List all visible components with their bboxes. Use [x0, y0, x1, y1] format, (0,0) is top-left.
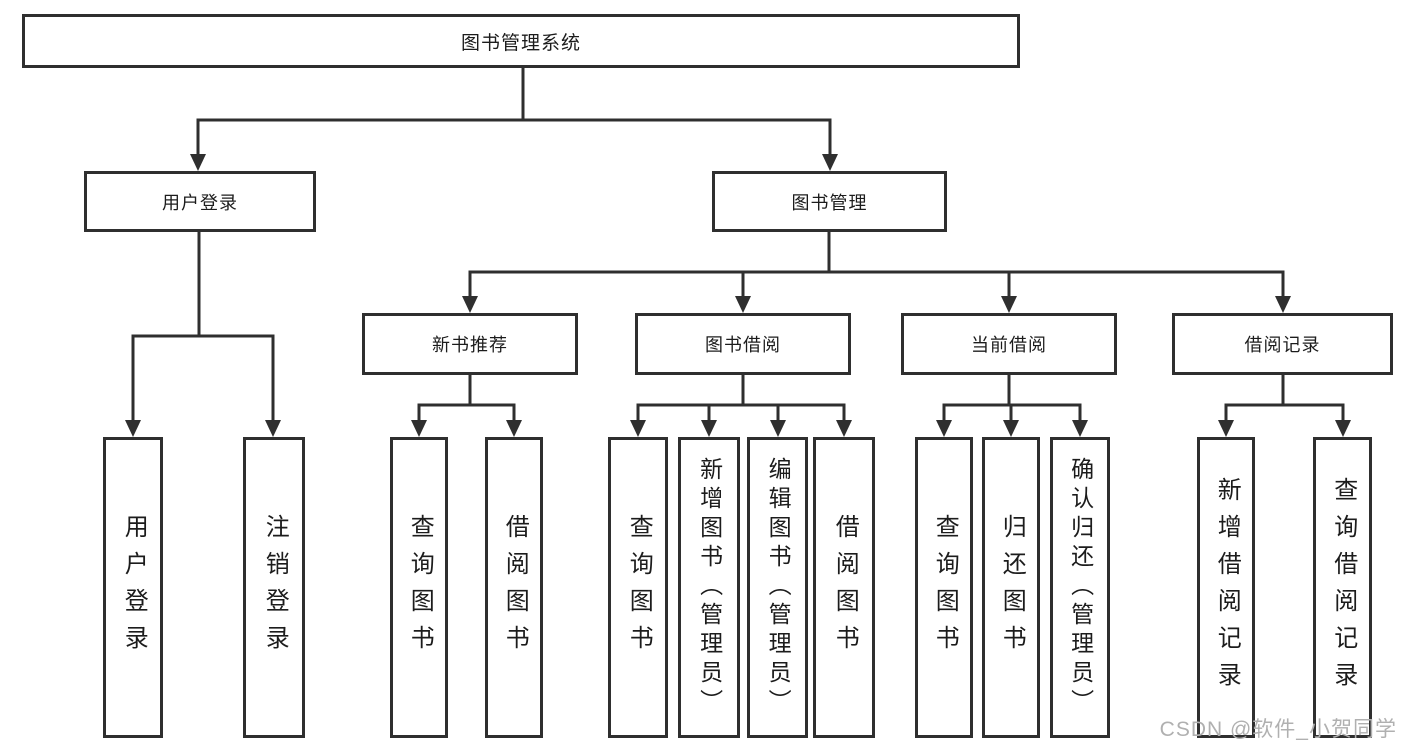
leaf-label: 借阅图书: [831, 513, 859, 662]
csdn-watermark: CSDN @软件_小贺同学: [1159, 718, 1397, 741]
leaf-label: 确认归还（管理员）: [1067, 457, 1094, 718]
leaf-recommend-borrow-books: 借阅图书: [485, 437, 543, 738]
leaf-borrowing-edit-books-admin: 编辑图书（管理员）: [747, 437, 808, 738]
node-book-management: 图书管理: [712, 171, 947, 232]
leaf-borrowing-add-books-admin: 新增图书（管理员）: [678, 437, 740, 738]
leaf-label: 新增图书（管理员）: [696, 457, 723, 718]
leaf-label: 借阅图书: [501, 513, 529, 662]
leaf-borrowing-borrow-books: 借阅图书: [813, 437, 875, 738]
leaf-label: 查询图书: [931, 513, 959, 662]
node-book-borrowing: 图书借阅: [635, 313, 851, 375]
node-label: 当前借阅: [971, 335, 1047, 355]
node-current-borrowing: 当前借阅: [901, 313, 1117, 375]
node-user-login: 用户登录: [84, 171, 316, 232]
leaf-label: 用户登录: [120, 513, 148, 662]
leaf-logout: 注销登录: [243, 437, 305, 738]
leaf-label: 查询图书: [625, 513, 653, 662]
leaf-user-login: 用户登录: [103, 437, 163, 738]
node-label: 借阅记录: [1244, 335, 1321, 355]
leaf-records-add-borrow-record: 新增借阅记录: [1197, 437, 1255, 738]
node-label: 图书管理系统: [460, 32, 581, 54]
leaf-label: 新增借阅记录: [1213, 476, 1241, 699]
leaf-label: 查询借阅记录: [1329, 476, 1357, 699]
node-label: 新书推荐: [432, 335, 508, 355]
leaf-records-query-borrow-record: 查询借阅记录: [1313, 437, 1372, 738]
node-library-management-system: 图书管理系统: [22, 14, 1020, 68]
leaf-borrowing-query-books: 查询图书: [608, 437, 668, 738]
node-label: 用户登录: [162, 192, 238, 213]
node-borrowing-records: 借阅记录: [1172, 313, 1393, 375]
leaf-recommend-query-books: 查询图书: [390, 437, 448, 738]
node-label: 图书借阅: [705, 335, 781, 355]
leaf-current-query-books: 查询图书: [915, 437, 973, 738]
node-new-book-recommendation: 新书推荐: [362, 313, 578, 375]
leaf-label: 查询图书: [406, 513, 434, 662]
leaf-current-confirm-return-admin: 确认归还（管理员）: [1050, 437, 1110, 738]
node-label: 图书管理: [791, 192, 868, 213]
leaf-label: 注销登录: [261, 513, 289, 662]
leaf-current-return-books: 归还图书: [982, 437, 1040, 738]
leaf-label: 归还图书: [998, 513, 1026, 662]
leaf-label: 编辑图书（管理员）: [765, 457, 792, 718]
